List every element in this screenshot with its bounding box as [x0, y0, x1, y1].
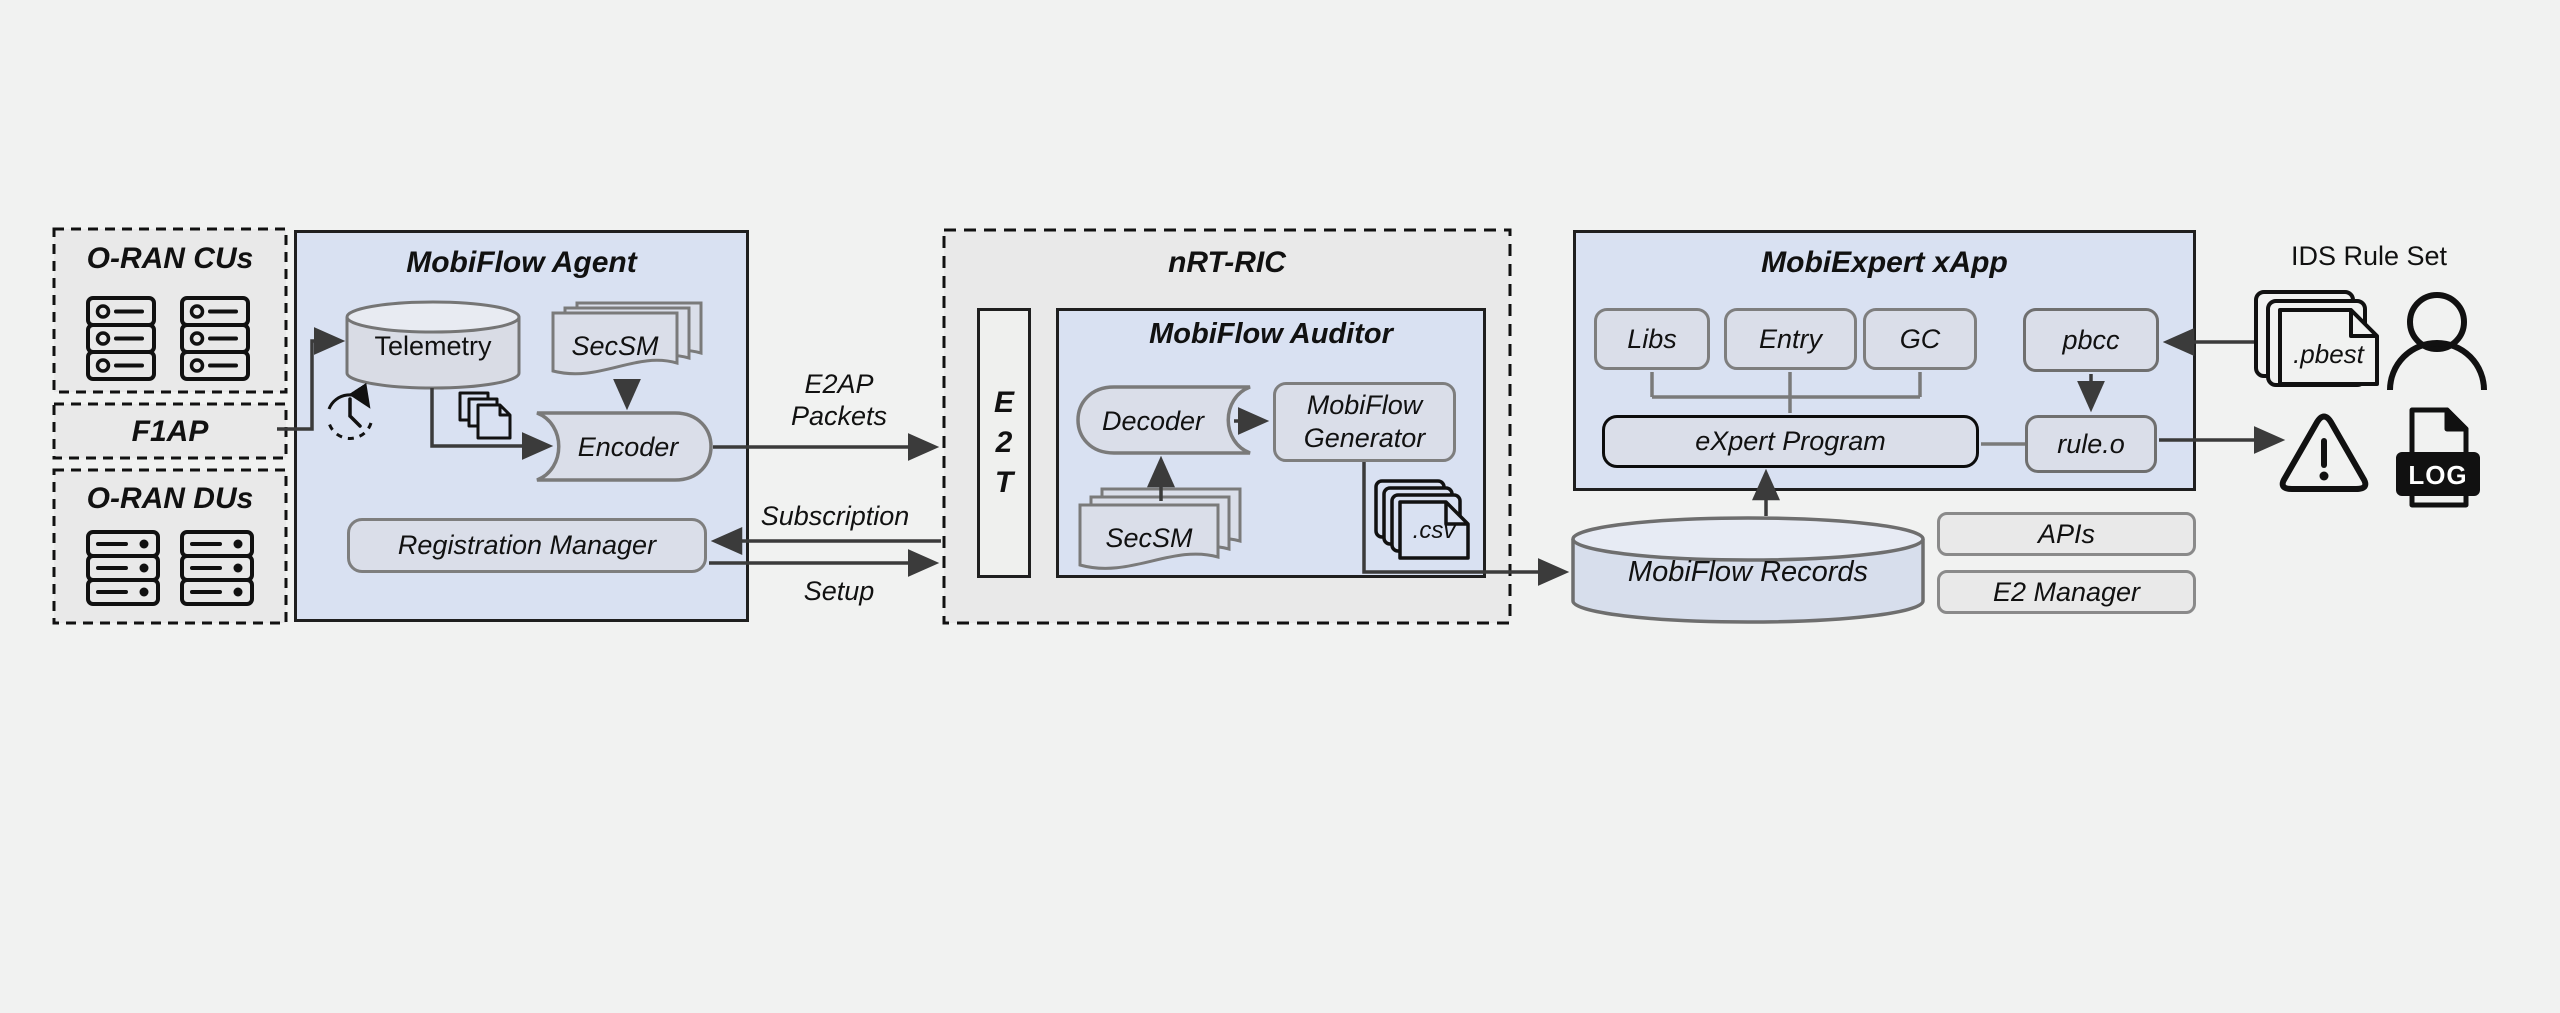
csv-label: .csv [1412, 517, 1456, 544]
subscription-label: Subscription [760, 501, 910, 531]
registration-manager-label: Registration Manager [397, 530, 657, 560]
user-icon [2387, 292, 2487, 391]
registration-manager-node: Registration Manager [347, 518, 707, 573]
telemetry-label: Telemetry [374, 331, 492, 361]
mobiflow-agent-title: MobiFlow Agent [406, 246, 637, 279]
pbest-label: .pbest [2293, 339, 2364, 369]
gc-node: GC [1863, 308, 1977, 370]
secsm-agent-label: SecSM [571, 331, 659, 361]
oran-cus-title: O-RAN CUs [86, 242, 254, 275]
generator-label-line1: MobiFlow [1306, 390, 1423, 420]
oran-dus-title: O-RAN DUs [86, 482, 254, 515]
expert-program-node: eXpert Program [1602, 415, 1979, 468]
rule-o-node: rule.o [2025, 415, 2157, 473]
libs-node: Libs [1594, 308, 1710, 370]
expert-program-label: eXpert Program [1695, 426, 1886, 456]
apis-node: APIs [1937, 512, 2196, 556]
e2ap-line2: Packets [790, 401, 888, 431]
nrt-ric-title: nRT-RIC [1168, 246, 1286, 279]
pbcc-label: pbcc [2062, 324, 2120, 355]
ids-rule-set-title: IDS Rule Set [2290, 241, 2448, 271]
f1ap-title: F1AP [131, 415, 209, 448]
e2ap-packets-label: E2AP Packets [749, 368, 929, 432]
e2t-box: E 2 T [977, 308, 1031, 578]
mobiexpert-xapp-title: MobiExpert xApp [1761, 246, 2008, 279]
warning-triangle-icon [2279, 413, 2369, 492]
apis-label: APIs [2037, 518, 2096, 549]
e2t-letter: E [993, 386, 1014, 419]
mobiflow-generator-node: MobiFlow Generator [1273, 382, 1456, 462]
pbcc-node: pbcc [2023, 308, 2159, 372]
gc-label: GC [1899, 323, 1941, 354]
setup-label: Setup [803, 576, 875, 606]
log-label: LOG [2408, 460, 2468, 490]
generator-label-line2: Generator [1303, 423, 1426, 453]
rule-o-label: rule.o [2057, 428, 2125, 459]
e2ap-line1: E2AP [804, 369, 874, 399]
e2-manager-node: E2 Manager [1937, 570, 2196, 614]
mobiflow-records-label: MobiFlow Records [1627, 556, 1869, 588]
libs-label: Libs [1627, 323, 1677, 354]
encoder-label: Encoder [577, 432, 679, 462]
secsm-auditor-label: SecSM [1105, 523, 1193, 553]
e2t-letter: 2 [995, 426, 1013, 459]
e2-manager-label: E2 Manager [1992, 576, 2141, 607]
entry-label: Entry [1758, 323, 1823, 354]
decoder-label: Decoder [1101, 406, 1205, 436]
cu-server-icon [86, 296, 250, 381]
mobiflow-auditor-title: MobiFlow Auditor [1149, 318, 1393, 350]
du-server-icon [86, 530, 254, 606]
e2t-letter: T [994, 466, 1014, 499]
entry-node: Entry [1724, 308, 1857, 370]
